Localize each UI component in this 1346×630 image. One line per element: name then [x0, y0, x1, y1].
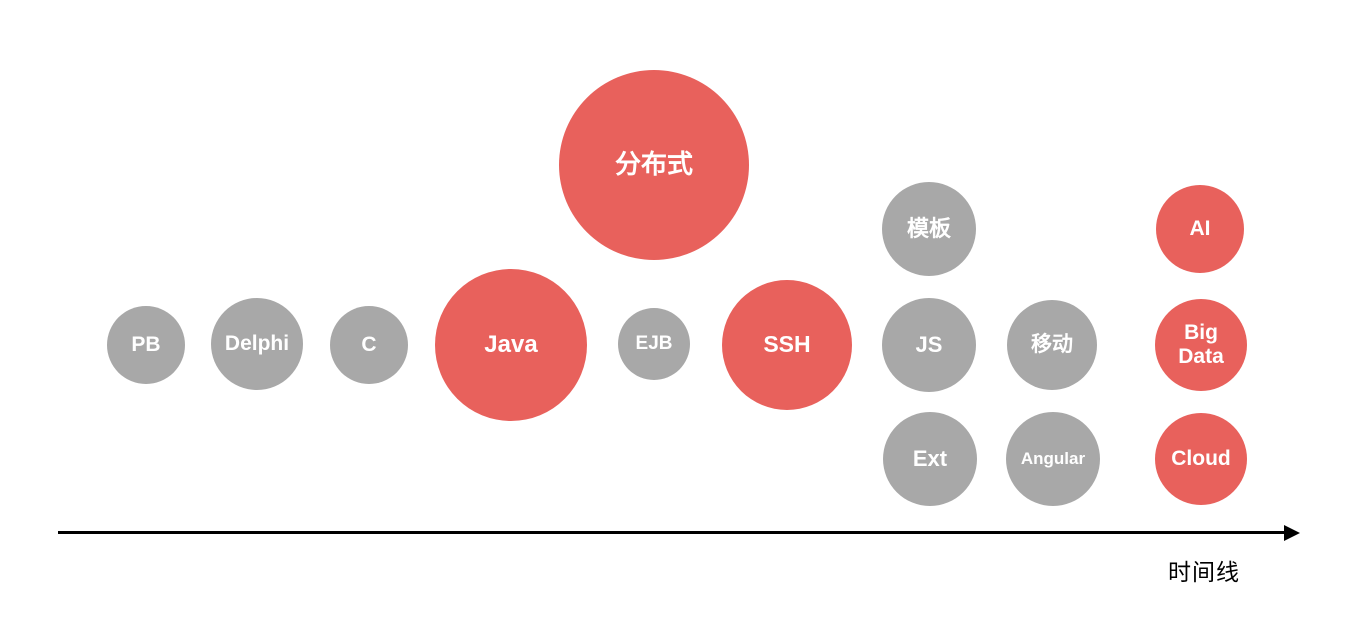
bubble-ejb[interactable]: EJB [618, 308, 690, 380]
timeline-arrow-head-icon [1284, 525, 1300, 541]
bubble-big-data[interactable]: Big Data [1155, 299, 1247, 391]
bubble-ssh[interactable]: SSH [722, 280, 852, 410]
bubble-angular[interactable]: Angular [1006, 412, 1100, 506]
bubble-移动[interactable]: 移动 [1007, 300, 1097, 390]
bubble-c[interactable]: C [330, 306, 408, 384]
bubble-pb[interactable]: PB [107, 306, 185, 384]
bubble-delphi[interactable]: Delphi [211, 298, 303, 390]
bubble-js[interactable]: JS [882, 298, 976, 392]
bubble-ai[interactable]: AI [1156, 185, 1244, 273]
bubble-ext[interactable]: Ext [883, 412, 977, 506]
bubble-模板[interactable]: 模板 [882, 182, 976, 276]
bubble-分布式[interactable]: 分布式 [559, 70, 749, 260]
timeline-axis-label: 时间线 [1168, 560, 1240, 586]
timeline-axis-line [58, 531, 1284, 534]
bubble-cloud[interactable]: Cloud [1155, 413, 1247, 505]
bubble-java[interactable]: Java [435, 269, 587, 421]
